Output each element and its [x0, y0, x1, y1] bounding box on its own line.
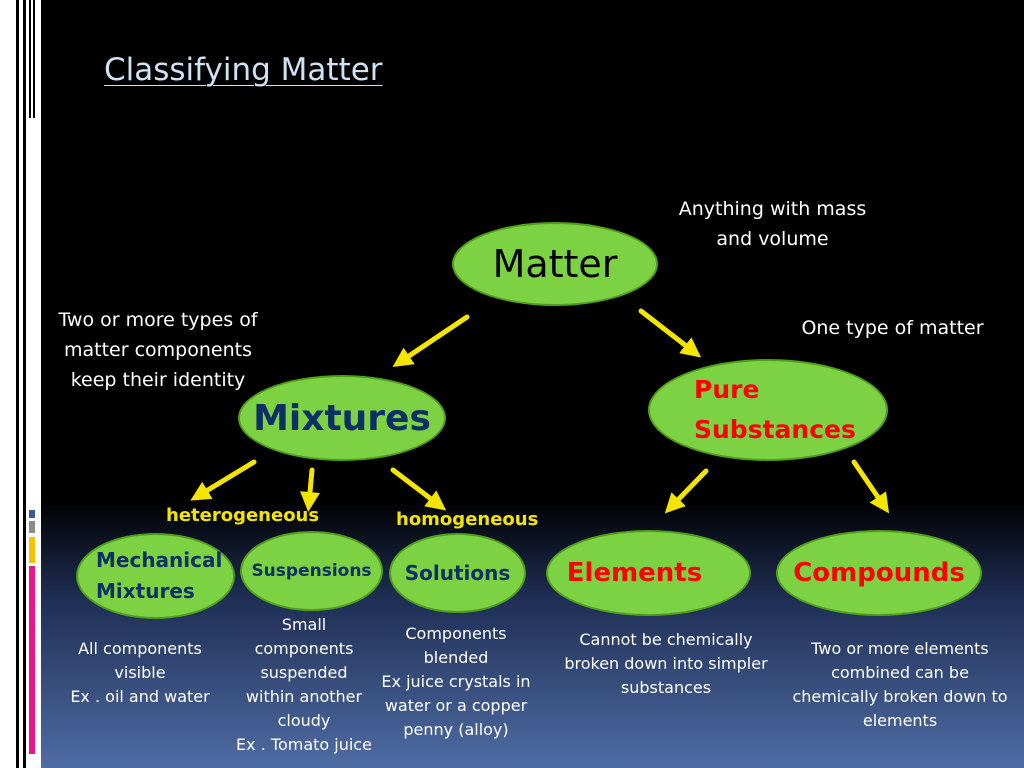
node-solutions-label: Solutions — [404, 561, 511, 585]
description-compounds: Two or more elements combined can be che… — [780, 637, 1020, 733]
pure-definition-line: One type of matter — [801, 317, 984, 339]
node-matter: Matter — [452, 222, 658, 306]
node-mixtures: Mixtures — [238, 375, 446, 461]
slide-title: Classifying Matter — [104, 52, 383, 88]
matter-definition-line: and volume — [716, 228, 829, 250]
description-line: water or a copper — [384, 696, 528, 715]
description-line: chemically broken down to — [792, 687, 1008, 706]
description-solutions: Components blended Ex juice crystals in … — [376, 622, 536, 742]
description-line: cloudy — [277, 711, 331, 730]
description-line: All components — [78, 639, 202, 658]
mixture-definition: Two or more types of matter components k… — [40, 305, 276, 395]
pure-definition: One type of matter — [780, 313, 1005, 343]
description-line: Components — [405, 624, 507, 643]
description-line: combined can be — [831, 663, 969, 682]
description-line: Cannot be chemically — [579, 630, 753, 649]
matter-definition: Anything with mass and volume — [655, 194, 890, 254]
arrow-mixtures-to-suspensions — [300, 467, 320, 512]
sidebar-line — [23, 0, 26, 768]
description-line: components — [254, 639, 354, 658]
node-mechanical-mixtures: Mechanical Mixtures — [76, 533, 235, 619]
sidebar-block-gray — [29, 521, 35, 533]
description-line: elements — [862, 711, 938, 730]
arrow-matter-to-pure — [638, 308, 702, 358]
node-pure-substances: Pure Substances — [648, 359, 888, 461]
node-suspensions-label: Suspensions — [251, 561, 372, 581]
arrow-pure-to-elements — [664, 468, 709, 514]
node-compounds-label: Compounds — [793, 558, 965, 588]
sidebar-line — [16, 0, 19, 768]
node-mixtures-label: Mixtures — [253, 397, 431, 439]
description-line: Two or more elements — [811, 639, 989, 658]
description-line: visible — [114, 663, 166, 682]
node-suspensions: Suspensions — [240, 531, 383, 611]
node-pure-substances-label: Pure Substances — [694, 370, 856, 450]
description-line: Ex juice crystals in — [381, 672, 531, 691]
label-heterogeneous: heterogeneous — [166, 505, 320, 526]
description-line: blended — [423, 648, 489, 667]
node-mechanical-line: Mixtures — [96, 579, 195, 603]
description-line: broken down into simpler — [564, 654, 768, 673]
sidebar-block-blue — [29, 510, 35, 518]
node-matter-label: Matter — [492, 242, 618, 286]
sidebar-block-pink — [29, 566, 35, 754]
description-line: Ex . oil and water — [70, 687, 210, 706]
arrow-pure-to-compounds — [851, 459, 890, 514]
node-solutions: Solutions — [389, 533, 526, 613]
sidebar-block-yellow — [29, 537, 35, 563]
sidebar-line — [33, 0, 35, 118]
description-line: substances — [620, 678, 712, 697]
mixture-definition-line: Two or more types of — [58, 309, 258, 331]
node-compounds: Compounds — [776, 530, 982, 616]
node-mechanical-line: Mechanical — [96, 548, 223, 572]
node-pure-line: Pure — [694, 375, 760, 404]
description-mechanical: All components visible Ex . oil and wate… — [60, 637, 220, 709]
arrow-mixtures-to-solutions — [390, 467, 447, 511]
description-line: suspended — [260, 663, 348, 682]
description-line: within another — [245, 687, 363, 706]
sidebar-line — [29, 0, 31, 118]
description-line: Small — [281, 615, 327, 634]
node-elements-label: Elements — [566, 558, 703, 588]
slide-sidebar — [0, 0, 41, 768]
arrow-mixtures-to-mechanical — [190, 459, 257, 501]
description-suspensions: Small components suspended within anothe… — [224, 613, 384, 757]
label-homogeneous: homogeneous — [396, 509, 539, 530]
description-line: penny (alloy) — [403, 720, 509, 739]
matter-definition-line: Anything with mass — [678, 198, 867, 220]
arrow-matter-to-mixtures — [392, 314, 470, 368]
description-elements: Cannot be chemically broken down into si… — [550, 628, 782, 700]
description-line: Ex . Tomato juice — [236, 735, 372, 754]
mixture-definition-line: matter components — [64, 339, 252, 361]
node-elements: Elements — [546, 530, 751, 616]
mixture-definition-line: keep their identity — [70, 369, 246, 391]
node-pure-line: Substances — [694, 415, 856, 444]
node-mechanical-label: Mechanical Mixtures — [96, 545, 222, 607]
